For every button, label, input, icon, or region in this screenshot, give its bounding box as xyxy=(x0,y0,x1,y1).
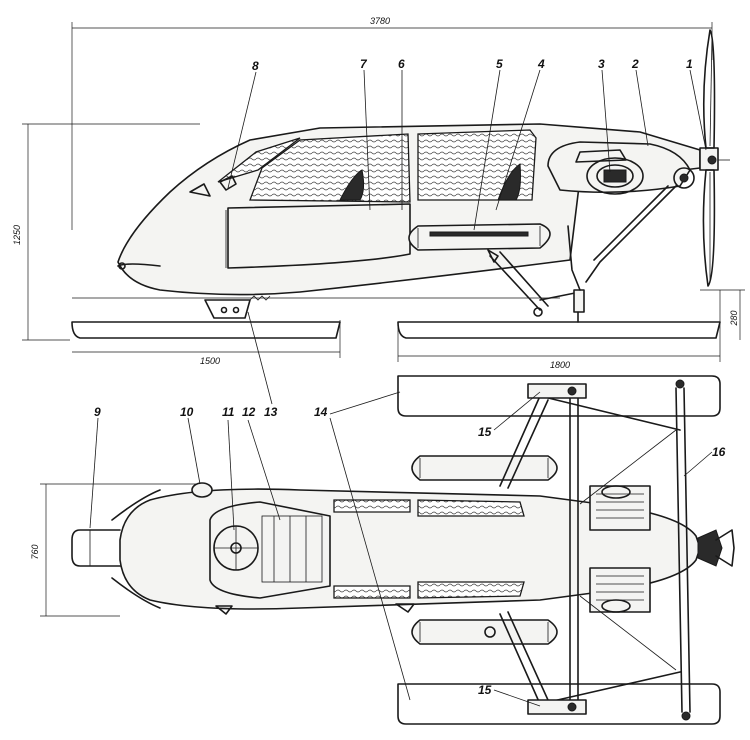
propeller-top xyxy=(697,529,735,567)
top-window-1 xyxy=(333,499,411,513)
top-view: 760 xyxy=(30,375,735,725)
side-window-front xyxy=(249,133,411,203)
svg-text:1800: 1800 xyxy=(550,360,570,370)
svg-text:760: 760 xyxy=(30,544,40,559)
cockpit-outline xyxy=(209,501,331,599)
callout-12: 12 xyxy=(242,405,256,419)
dimension-ski-clearance: 280 xyxy=(700,289,745,340)
rear-ski xyxy=(397,321,721,339)
callout-3: 3 xyxy=(598,57,605,71)
fuel-tank-side xyxy=(408,223,551,251)
top-window-2 xyxy=(417,499,525,517)
fuel-tank-top-lower xyxy=(411,619,558,645)
fuel-tank-top-upper xyxy=(411,455,558,481)
callout-16: 16 xyxy=(712,445,726,459)
rear-frame-top xyxy=(499,379,691,721)
nose-guard xyxy=(71,529,121,567)
callout-9: 9 xyxy=(94,405,101,419)
callout-4: 4 xyxy=(537,57,545,71)
callout-8: 8 xyxy=(252,59,259,73)
door xyxy=(227,203,411,269)
svg-text:280: 280 xyxy=(729,310,739,326)
engine-side xyxy=(547,141,695,195)
front-window xyxy=(217,137,301,183)
callout-15-upper: 15 xyxy=(478,425,492,439)
callout-14: 14 xyxy=(314,405,328,419)
top-window-4 xyxy=(417,581,525,599)
dimension-front-ski: 1500 xyxy=(72,320,341,366)
seat-top xyxy=(261,515,323,583)
headlight xyxy=(191,482,213,498)
rear-ski-top-lower xyxy=(397,683,721,725)
rear-ski-top-upper xyxy=(397,375,721,417)
steering-wheel xyxy=(213,525,259,571)
svg-text:1250: 1250 xyxy=(12,225,22,245)
callout-1: 1 xyxy=(686,57,693,71)
callout-11: 11 xyxy=(222,405,235,419)
callout-15-lower: 15 xyxy=(478,683,492,697)
callout-6: 6 xyxy=(398,57,405,71)
svg-text:3780: 3780 xyxy=(370,16,390,26)
callout-13: 13 xyxy=(264,405,278,419)
front-ski-mount xyxy=(204,299,251,319)
dimension-rear-ski: 1800 xyxy=(397,290,721,370)
callout-10: 10 xyxy=(180,405,194,419)
dimension-height: 1250 xyxy=(12,123,200,341)
side-view xyxy=(71,29,730,339)
engine-top xyxy=(589,485,651,613)
front-ski xyxy=(71,321,341,339)
callout-leaders xyxy=(89,69,713,707)
top-window-3 xyxy=(333,585,411,599)
propeller-side xyxy=(699,29,730,287)
rear-suspension-side xyxy=(487,185,677,323)
callout-7: 7 xyxy=(360,57,368,71)
svg-text:1500: 1500 xyxy=(200,356,220,366)
callout-5: 5 xyxy=(496,57,503,71)
callout-labels: 1 2 3 4 5 6 7 8 9 10 11 12 13 14 15 15 1… xyxy=(94,57,726,697)
callout-2: 2 xyxy=(631,57,639,71)
